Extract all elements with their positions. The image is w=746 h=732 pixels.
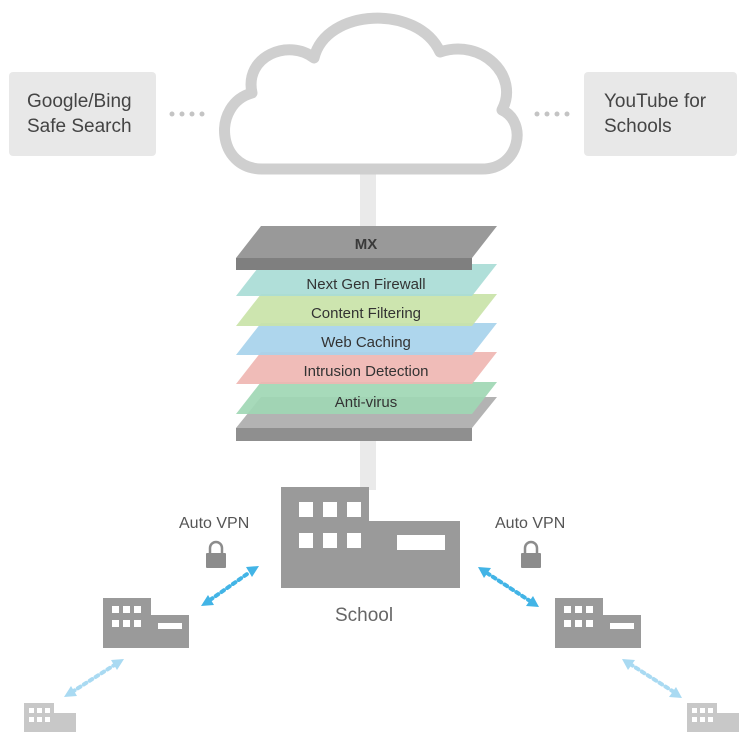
layer-web-caching (236, 323, 497, 355)
left-dotted-connector (169, 111, 205, 117)
right-service-line2: Schools (604, 116, 672, 137)
small-right-building-icon (687, 703, 739, 732)
left-branch-building-icon (103, 598, 189, 648)
right-branch-building-icon (555, 598, 641, 648)
google-bing-safe-search-box: Google/Bing Safe Search (9, 72, 156, 156)
layer-next-gen-firewall (236, 264, 497, 296)
cloud-icon (219, 12, 523, 175)
school-building-icon (281, 487, 460, 588)
right-dotted-connector (534, 111, 570, 117)
layer-web-caching-label: Web Caching (321, 334, 411, 351)
layer-content-filtering (236, 294, 497, 326)
vpn-link-right-small (622, 659, 682, 698)
left-vpn-label: Auto VPN (179, 515, 250, 532)
vpn-link-right-main (478, 567, 539, 607)
mx-top (236, 226, 497, 258)
small-left-building-icon (24, 703, 76, 732)
right-service-line1: YouTube for (604, 91, 707, 112)
cloud-to-mx-line (360, 168, 376, 230)
right-vpn-label: Auto VPN (495, 515, 566, 532)
layer-intrusion-detection-label: Intrusion Detection (303, 363, 428, 380)
left-service-line2: Safe Search (27, 116, 132, 137)
school-label: School (335, 605, 394, 626)
vpn-link-left-main (201, 566, 259, 606)
vpn-link-left-small (64, 659, 124, 697)
right-lock-icon (521, 540, 541, 568)
layer-next-gen-firewall-label: Next Gen Firewall (306, 276, 425, 293)
left-service-line1: Google/Bing (27, 91, 132, 112)
layer-intrusion-detection (236, 352, 497, 384)
mx-appliance: Anti-virus Intrusion Detection Web Cachi… (236, 226, 497, 441)
layer-content-filtering-label: Content Filtering (311, 305, 421, 322)
layer-anti-virus (236, 382, 497, 414)
youtube-for-schools-box: YouTube for Schools (584, 72, 737, 156)
mx-top-front (236, 258, 472, 270)
left-lock-icon (206, 540, 226, 568)
mx-to-school-line (360, 438, 376, 490)
mx-title: MX (355, 236, 378, 253)
layer-anti-virus-label: Anti-virus (335, 394, 398, 411)
mx-base-front (236, 428, 472, 441)
